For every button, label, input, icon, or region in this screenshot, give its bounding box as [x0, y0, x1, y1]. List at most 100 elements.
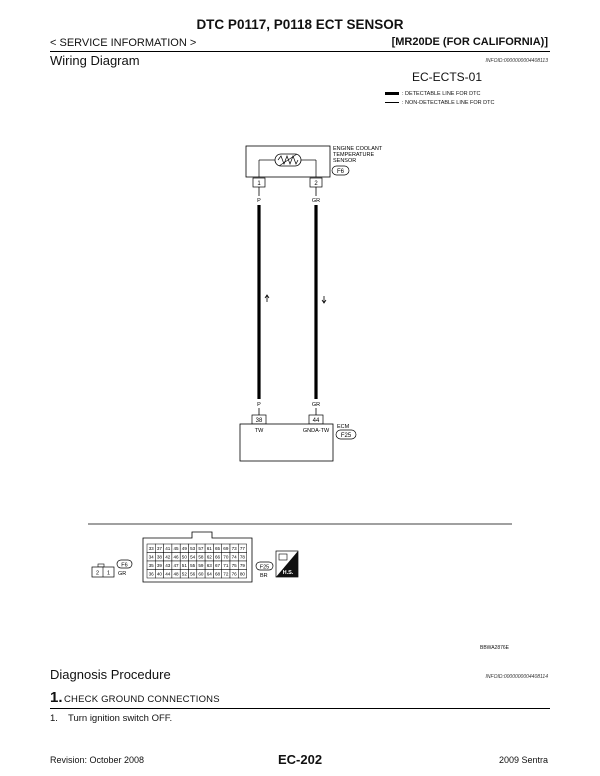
- thermistor-arrow: [278, 153, 298, 167]
- ecm-pin-number: 45: [173, 546, 179, 551]
- figure-id: BBWA2876E: [480, 645, 509, 651]
- sensor-connector-id: F6: [337, 169, 345, 175]
- ecm-pin-number: 60: [198, 572, 204, 577]
- hs-label: H.S.: [283, 570, 294, 576]
- step-number: 1.: [50, 689, 63, 706]
- f6-wire-color: GR: [118, 571, 126, 577]
- ecm-pin-number: 50: [182, 555, 188, 560]
- footer-page-number: EC-202: [278, 752, 323, 767]
- wiring-infoid: INFOID:0000000004408113: [485, 58, 548, 64]
- ecm-pin-number: 42: [165, 555, 171, 560]
- footer-revision: Revision: October 2008: [50, 755, 145, 765]
- ecm-pin-number: 79: [240, 563, 246, 568]
- wire-color-right-top: GR: [312, 198, 320, 204]
- ecm-pin-number: 37: [157, 546, 163, 551]
- page-title: DTC P0117, P0118 ECT SENSOR: [196, 17, 404, 32]
- f6-pin-left: 2: [96, 571, 99, 577]
- thick-line-swatch: [385, 92, 399, 96]
- ecm-pin-number: 33: [149, 546, 155, 551]
- legend-detectable-text: : DETECTABLE LINE FOR DTC: [402, 91, 481, 97]
- step-item-text: Turn ignition switch OFF.: [68, 713, 173, 724]
- ecm-pin-number: 40: [157, 572, 163, 577]
- ecm-pin-number: 51: [182, 563, 188, 568]
- diagram-id: EC-ECTS-01: [412, 70, 483, 84]
- ecm-pin-number: 77: [240, 546, 246, 551]
- ecm-pin-number: 64: [207, 572, 213, 577]
- f25-connector-id: F25: [260, 565, 269, 571]
- connector-mini-icon: [278, 553, 288, 561]
- ecm-pin-number: 62: [207, 555, 213, 560]
- ecm-pin-left: 38: [256, 418, 263, 424]
- ecm-pin-number: 61: [207, 546, 213, 551]
- ecm-pin-number: 41: [165, 546, 171, 551]
- sensor-label-3: SENSOR: [333, 158, 356, 164]
- ecm-pin-number: 53: [190, 546, 196, 551]
- ecm-pin-number: 35: [149, 563, 155, 568]
- ecm-pin-number: 55: [190, 563, 196, 568]
- ecm-pin-number: 48: [173, 572, 179, 577]
- ecm-pin-number: 34: [149, 555, 155, 560]
- engine-label: [MR20DE (FOR CALIFORNIA)]: [391, 36, 548, 48]
- f6-latch: [97, 563, 105, 568]
- ecm-pin-right: 44: [313, 418, 320, 424]
- sensor-label-2: TEMPERATURE: [333, 152, 374, 158]
- wire-color-right-bottom: GR: [312, 402, 320, 408]
- ecm-box: [239, 423, 334, 462]
- ecm-pin-number: 73: [232, 546, 238, 551]
- step-title: CHECK GROUND CONNECTIONS: [64, 694, 220, 705]
- ecm-pin-number: 80: [240, 572, 246, 577]
- sensor-pin-1: 1: [257, 181, 261, 187]
- ecm-pin-number: 39: [157, 563, 163, 568]
- legend-non-detectable: : NON-DETECTABLE LINE FOR DTC: [385, 100, 495, 106]
- ecm-pin-number: 49: [182, 546, 188, 551]
- ecm-pin-number: 72: [223, 572, 229, 577]
- ecm-pin-number: 76: [232, 572, 238, 577]
- ecm-connector-id: F25: [341, 433, 352, 439]
- ecm-pin-number: 44: [165, 572, 171, 577]
- ecm-pin-number: 75: [232, 563, 238, 568]
- sensor-connector-badge: [331, 165, 350, 176]
- ecm-pin-number: 58: [198, 555, 204, 560]
- sensor-label-1: ENGINE COOLANT: [333, 146, 383, 152]
- ecm-pin-number: 46: [173, 555, 179, 560]
- wire-color-left-top: P: [257, 198, 261, 204]
- step-item: 1.Turn ignition switch OFF.: [50, 713, 172, 724]
- footer-model: 2009 Sentra: [498, 755, 548, 765]
- step-divider: [50, 708, 550, 709]
- ecm-pin-number: 71: [223, 563, 229, 568]
- ecm-label: ECM: [337, 424, 350, 430]
- ecm-pin-cell: [238, 569, 247, 579]
- ecm-pin-number: 65: [215, 546, 221, 551]
- ecm-pin-number: 68: [215, 572, 221, 577]
- wiring-diagram-heading: Wiring Diagram: [50, 53, 140, 68]
- f25-connector-badge: [255, 561, 274, 571]
- ecm-pin-number: 47: [173, 563, 179, 568]
- ecm-pin-number: 67: [215, 563, 221, 568]
- ecm-pin-number: 57: [198, 546, 204, 551]
- arrow-down-icon: [321, 296, 327, 304]
- ecm-pin-number: 70: [223, 555, 229, 560]
- ecm-term-right: GNDA-TW: [303, 428, 330, 434]
- ecm-pin-number: 78: [240, 555, 246, 560]
- diagnosis-heading: Diagnosis Procedure: [50, 667, 171, 682]
- ecm-pin-number: 63: [207, 563, 213, 568]
- service-info-label: < SERVICE INFORMATION >: [50, 37, 197, 49]
- f6-connector-id: F6: [121, 563, 127, 569]
- ecm-connector-badge: [335, 429, 357, 440]
- arrow-up-icon: [264, 294, 270, 302]
- ecm-pin-number: 59: [198, 563, 204, 568]
- wire-color-left-bottom: P: [257, 402, 261, 408]
- ecm-pin-number: 43: [165, 563, 171, 568]
- header-divider: [50, 51, 550, 52]
- sensor-pin-2: 2: [314, 181, 318, 187]
- ecm-pin-number: 66: [215, 555, 221, 560]
- f6-pin-right: 1: [107, 571, 110, 577]
- diagnosis-infoid: INFOID:0000000004408114: [485, 674, 548, 680]
- ecm-pin-number: 56: [190, 572, 196, 577]
- legend-non-detectable-text: : NON-DETECTABLE LINE FOR DTC: [402, 100, 495, 106]
- ecm-pin-number: 38: [157, 555, 163, 560]
- ecm-pin-number: 74: [232, 555, 238, 560]
- ecm-pin-number: 52: [182, 572, 188, 577]
